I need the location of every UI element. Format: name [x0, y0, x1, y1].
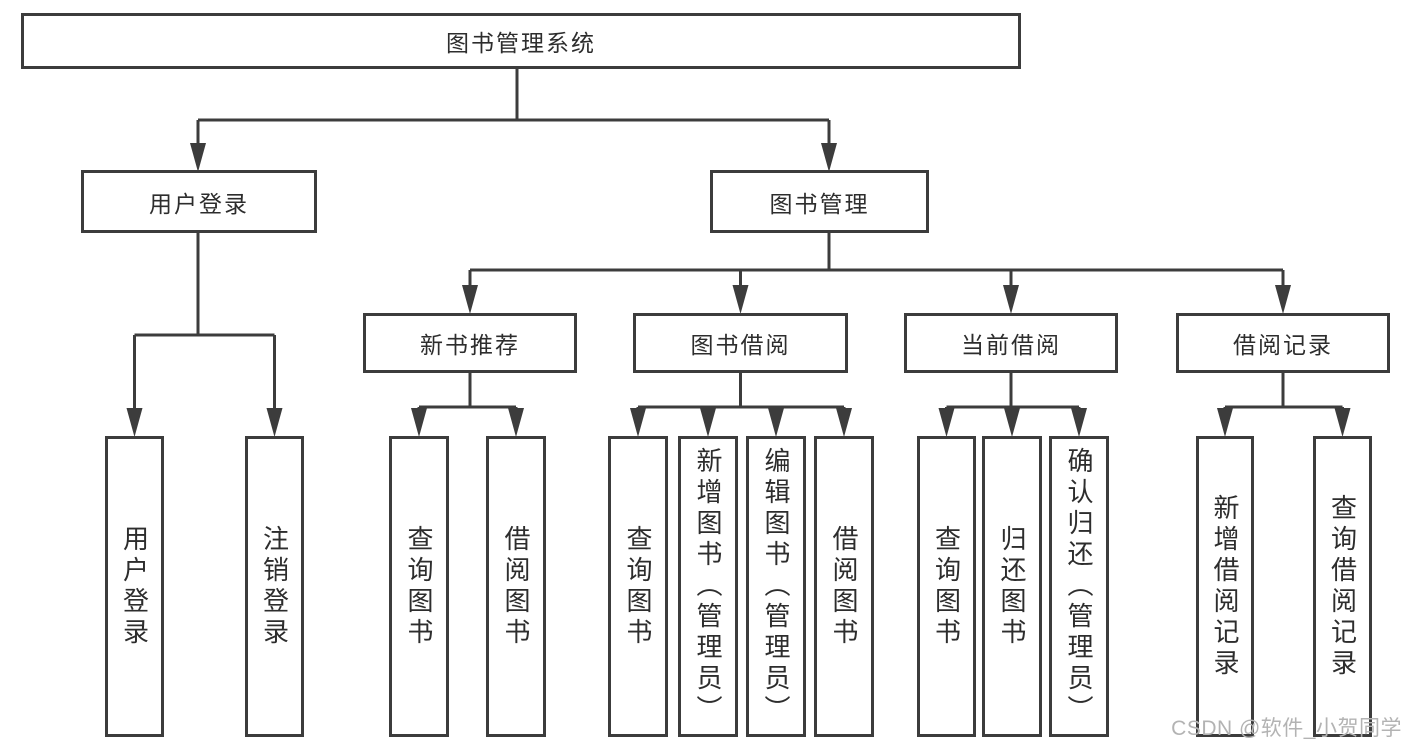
- arrowhead-down-icon: [411, 408, 427, 437]
- node-borrowing-records: 借阅记录: [1176, 313, 1390, 373]
- node-user-login: 用户登录: [81, 170, 317, 233]
- leaf-add-books-admin: 新增图书（管理员）: [678, 436, 738, 737]
- arrowhead-down-icon: [508, 408, 524, 437]
- leaf-query-books-borrowing: 查询图书: [608, 436, 668, 737]
- leaf-borrow-books: 借阅图书: [814, 436, 874, 737]
- node-current-borrowing: 当前借阅: [904, 313, 1118, 373]
- connector-book-management-to-sections: [462, 233, 1291, 314]
- wire: [1223, 373, 1344, 412]
- leaf-query-books-recommend: 查询图书: [389, 436, 449, 737]
- leaf-borrow-books-recommend: 借阅图书: [486, 436, 546, 737]
- wire: [468, 233, 1285, 287]
- arrowhead-down-icon: [768, 408, 784, 437]
- node-book-borrowing: 图书借阅: [633, 313, 848, 373]
- arrowhead-down-icon: [1071, 408, 1087, 437]
- connector-current-borrowing: [938, 373, 1087, 437]
- wire: [945, 373, 1081, 412]
- arrowhead-down-icon: [1003, 285, 1019, 314]
- leaf-add-borrow-record: 新增借阅记录: [1196, 436, 1254, 737]
- node-library-management-system: 图书管理系统: [21, 13, 1021, 69]
- connector-root-to-level2: [190, 69, 837, 172]
- leaf-confirm-return-admin: 确认归还（管理员）: [1049, 436, 1109, 737]
- arrowhead-down-icon: [630, 408, 646, 437]
- arrowhead-down-icon: [700, 408, 716, 437]
- arrowhead-down-icon: [938, 408, 955, 437]
- connector-borrowing-records: [1217, 373, 1351, 437]
- leaf-user-login: 用户登录: [105, 436, 164, 737]
- arrowhead-down-icon: [1275, 285, 1291, 314]
- arrowhead-down-icon: [126, 408, 143, 437]
- wire: [636, 373, 846, 412]
- wire: [133, 233, 276, 410]
- leaf-query-borrow-record: 查询借阅记录: [1313, 436, 1372, 737]
- arrowhead-down-icon: [1004, 408, 1020, 437]
- arrowhead-down-icon: [836, 408, 852, 437]
- leaf-query-books-current: 查询图书: [917, 436, 976, 737]
- arrowhead-down-icon: [462, 285, 478, 314]
- node-book-management: 图书管理: [710, 170, 929, 233]
- arrowhead-down-icon: [1217, 408, 1233, 437]
- connector-new-book-recommendation: [411, 373, 524, 437]
- arrowhead-down-icon: [732, 285, 749, 314]
- connector-book-borrowing: [630, 373, 852, 437]
- arrowhead-down-icon: [821, 143, 837, 172]
- arrowhead-down-icon: [266, 408, 283, 437]
- csdn-watermark: CSDN @软件_小贺同学: [1171, 717, 1402, 740]
- leaf-edit-books-admin: 编辑图书（管理员）: [746, 436, 806, 737]
- leaf-logout: 注销登录: [245, 436, 304, 737]
- connector-user-login-to-leaves: [126, 233, 283, 437]
- arrowhead-down-icon: [190, 143, 206, 172]
- leaf-return-books: 归还图书: [982, 436, 1042, 737]
- wire: [196, 69, 831, 146]
- wire: [417, 373, 518, 412]
- node-new-book-recommendation: 新书推荐: [363, 313, 577, 373]
- arrowhead-down-icon: [1334, 408, 1351, 437]
